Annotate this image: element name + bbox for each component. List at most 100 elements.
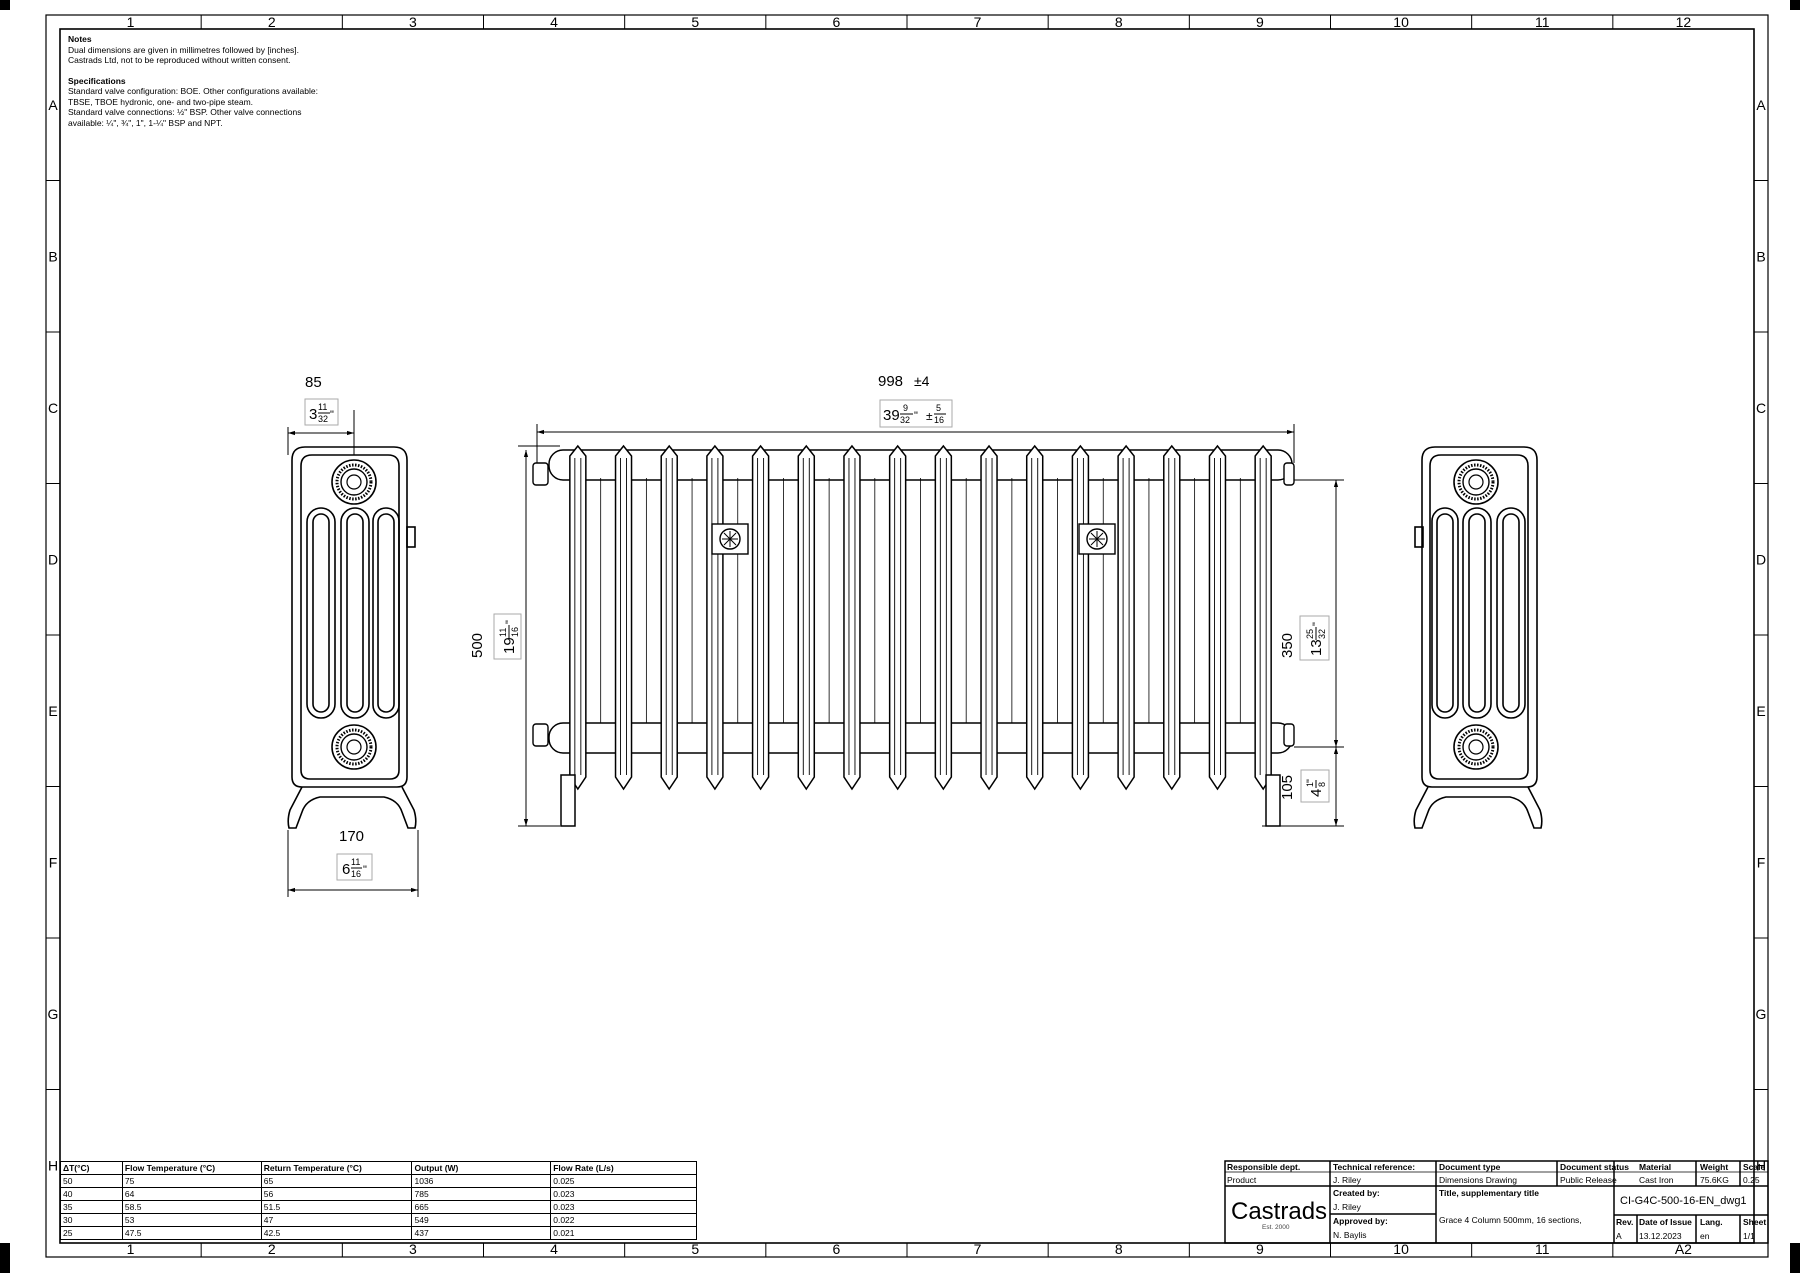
table-cell: 0.021 xyxy=(550,1226,697,1240)
inch-box xyxy=(304,398,339,426)
dim-width-mm: 998 xyxy=(878,373,903,390)
table-cell: 0.023 xyxy=(550,1187,697,1201)
grid-col-label: 10 xyxy=(1393,1241,1409,1257)
dim-width-tol: ±4 xyxy=(914,373,930,389)
inch-mark: " xyxy=(330,409,334,421)
dim-side-depth-in-num: 11 xyxy=(318,402,327,412)
grid-col-label: 10 xyxy=(1393,14,1409,30)
grid-col-label: 11 xyxy=(1535,1241,1550,1257)
radiator-section xyxy=(1071,444,1090,791)
dim-width-in-den: 32 xyxy=(900,415,910,425)
table-cell: 47 xyxy=(260,1213,413,1227)
doc-type: Dimensions Drawing xyxy=(1439,1175,1517,1185)
svg-text:8: 8 xyxy=(1317,782,1327,787)
radiator-section xyxy=(614,444,633,791)
notes-heading: Notes xyxy=(68,34,92,44)
radiator-section xyxy=(934,444,953,791)
table-header-row: ΔT(°C) Flow Temperature (°C) Return Temp… xyxy=(60,1161,697,1175)
grid-row-label: E xyxy=(48,703,57,719)
svg-text:11: 11 xyxy=(498,628,508,637)
grid-col-label: 7 xyxy=(974,1241,982,1257)
grid-row-label: B xyxy=(1756,248,1765,264)
table-row: 35 58.5 51.5 665 0.023 xyxy=(60,1200,697,1214)
dim-side-depth-in-den: 32 xyxy=(318,414,328,424)
table-row: 30 53 47 549 0.022 xyxy=(60,1213,697,1227)
radiator-section xyxy=(751,444,770,791)
performance-table: ΔT(°C) Flow Temperature (°C) Return Temp… xyxy=(60,1161,697,1240)
svg-text:500: 500 xyxy=(469,633,486,658)
grid-col-label: 1 xyxy=(127,1241,135,1257)
svg-text:1: 1 xyxy=(1305,782,1315,787)
material: Cast Iron xyxy=(1639,1175,1674,1185)
grid-row-label: D xyxy=(48,551,58,567)
table-row: 25 47.5 42.5 437 0.021 xyxy=(60,1226,697,1240)
table-cell: 53 xyxy=(121,1213,262,1227)
radiator-section xyxy=(1208,444,1227,791)
dim-foot-width-in-den: 16 xyxy=(351,869,361,879)
table-cell: 0.025 xyxy=(550,1174,697,1188)
approved-by-label: Approved by: xyxy=(1333,1216,1388,1226)
grid-col-label: 5 xyxy=(691,1241,699,1257)
dim-foot-width-mm: 170 xyxy=(339,828,364,845)
notes-line: Castrads Ltd, not to be reproduced witho… xyxy=(68,55,291,65)
column-header: ΔT(°C) xyxy=(60,1161,123,1175)
grid-col-label: 2 xyxy=(268,1241,276,1257)
scale-label: Scale xyxy=(1743,1162,1766,1172)
table-row: 50 75 65 1036 0.025 xyxy=(60,1174,697,1188)
sheet-number: 1/1 xyxy=(1743,1231,1755,1241)
grid-row-label: C xyxy=(1756,400,1766,416)
side-view-right xyxy=(1413,446,1543,829)
table-cell: 30 xyxy=(60,1213,123,1227)
created-by: J. Riley xyxy=(1333,1202,1361,1212)
sheet-label: Sheet xyxy=(1743,1217,1767,1227)
dim-width-tol-in-num: 5 xyxy=(936,403,941,413)
column-header: Return Temperature (°C) xyxy=(260,1161,413,1175)
grid-row-label: G xyxy=(1756,1006,1767,1022)
grid-col-label: A2 xyxy=(1675,1241,1692,1257)
approved-by: N. Baylis xyxy=(1333,1230,1367,1240)
grid-col-label: 6 xyxy=(833,1241,841,1257)
radiator-section xyxy=(706,444,724,791)
notes-line: Dual dimensions are given in millimetres… xyxy=(68,44,300,55)
dim-height-in: 19 11 16 " xyxy=(498,620,520,654)
corner-mark xyxy=(0,1243,10,1273)
grid-row-label: H xyxy=(1756,1157,1766,1173)
drawing-title: Grace 4 Column 500mm, 16 sections, xyxy=(1439,1215,1582,1225)
svg-text:4: 4 xyxy=(1308,789,1325,797)
grid-col-label: 5 xyxy=(691,14,699,30)
date-label: Date of Issue xyxy=(1639,1217,1692,1227)
notes-block: Notes Dual dimensions are given in milli… xyxy=(68,34,368,128)
material-label: Material xyxy=(1639,1162,1672,1172)
sheet-inner-border xyxy=(59,28,1755,1244)
rev-label: Rev. xyxy=(1616,1217,1634,1227)
grid-row-label: F xyxy=(1757,854,1766,870)
castrads-logo: Castrads xyxy=(1231,1198,1328,1225)
grid-col-label: 6 xyxy=(833,14,841,30)
radiator-section xyxy=(797,444,816,791)
doc-type-label: Document type xyxy=(1439,1162,1501,1172)
grid-col-label: 9 xyxy=(1256,1241,1264,1257)
corner-mark xyxy=(1790,1243,1800,1273)
front-foot-right xyxy=(1265,774,1281,827)
inch-mark: " xyxy=(363,864,367,876)
radiator-section xyxy=(1163,444,1181,791)
radiator-section xyxy=(1025,444,1044,791)
grid-col-label: 7 xyxy=(974,14,982,30)
doc-status: Public Release xyxy=(1560,1175,1617,1185)
front-foot-left xyxy=(560,774,576,827)
title-label: Title, supplementary title xyxy=(1439,1188,1539,1198)
inch-box xyxy=(1300,769,1330,803)
svg-text:": " xyxy=(504,620,516,624)
radiator-section xyxy=(569,444,587,791)
grid-row-label: D xyxy=(1756,551,1766,567)
grid-col-label: 11 xyxy=(1535,14,1550,30)
radiator-section xyxy=(888,444,907,791)
table-cell: 58.5 xyxy=(121,1200,262,1214)
grid-col-label: 1 xyxy=(127,14,135,30)
inch-box xyxy=(879,399,953,428)
svg-text:350: 350 xyxy=(1279,633,1296,658)
dim-width-tol-in-den: 16 xyxy=(934,415,944,425)
corner-mark xyxy=(0,0,10,10)
dim-width-tol-in: ± xyxy=(926,409,933,423)
